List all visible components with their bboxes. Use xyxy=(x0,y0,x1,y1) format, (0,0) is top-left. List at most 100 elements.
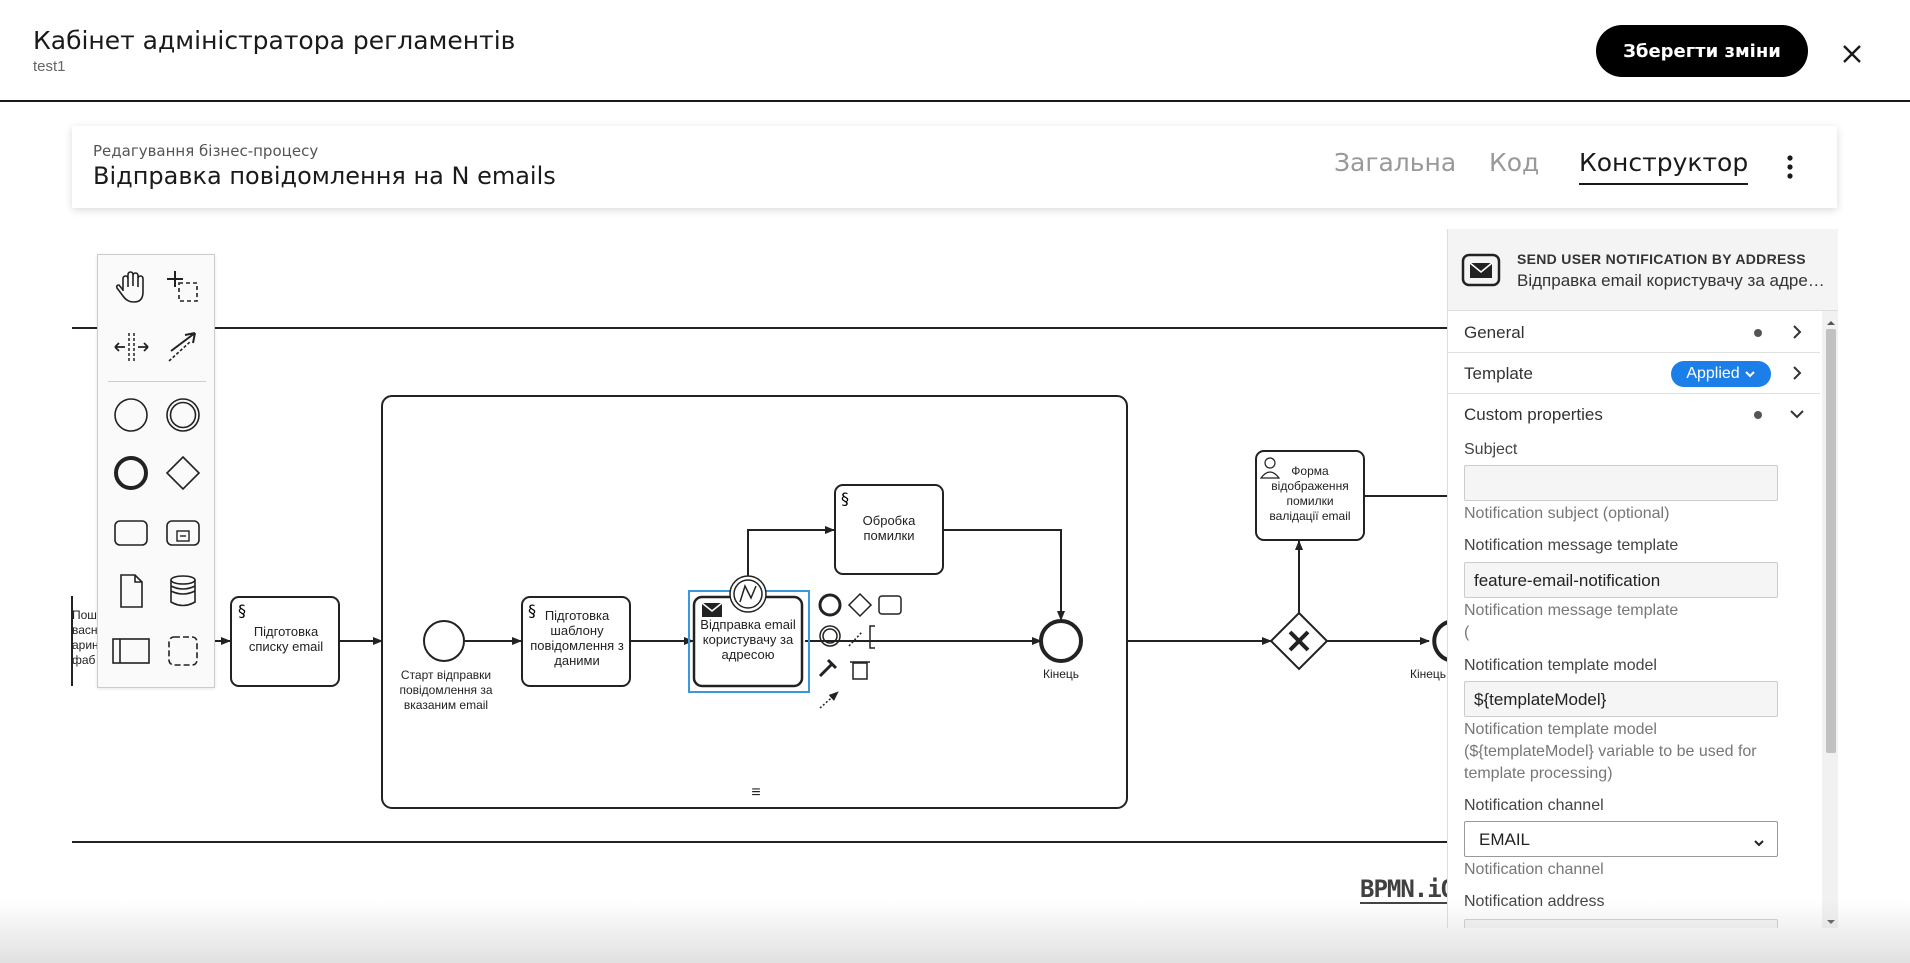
subject-help: Notification subject (optional) xyxy=(1464,505,1670,522)
context-wrench-icon xyxy=(818,658,838,678)
end-event-right xyxy=(1432,620,1448,662)
hand-tool-icon[interactable] xyxy=(109,265,153,309)
group-data-indicator xyxy=(1754,411,1762,419)
properties-scrollbar[interactable] xyxy=(1822,311,1838,928)
scroll-down-arrow-icon[interactable] xyxy=(1826,914,1836,924)
subprocess-tool-icon[interactable] xyxy=(161,511,205,555)
process-label: Редагування бізнес-процесу xyxy=(93,142,319,160)
space-tool-icon[interactable] xyxy=(109,325,153,369)
group-custom-title: Custom properties xyxy=(1464,405,1603,424)
group-template-title: Template xyxy=(1464,364,1533,383)
group-tool-icon[interactable] xyxy=(161,629,205,673)
group-general[interactable]: General xyxy=(1448,312,1820,353)
start-event xyxy=(423,620,465,662)
chevron-down-icon xyxy=(1753,834,1765,847)
bpmn-io-logo[interactable]: BPMN.iO xyxy=(1360,875,1455,904)
message-template-help: Notification message template ( xyxy=(1464,602,1679,641)
chevron-down-icon[interactable] xyxy=(1789,406,1805,422)
save-changes-button[interactable]: Зберегти зміни xyxy=(1596,25,1808,77)
subject-label: Subject xyxy=(1464,441,1518,458)
channel-selected-value: EMAIL xyxy=(1479,830,1531,849)
template-model-input[interactable]: ${templateModel} xyxy=(1464,681,1778,717)
group-custom-properties[interactable]: Custom properties xyxy=(1448,394,1820,435)
scroll-thumb[interactable] xyxy=(1826,329,1836,753)
data-store-tool-icon[interactable] xyxy=(161,569,205,613)
task-error-handling xyxy=(834,484,944,575)
data-object-tool-icon[interactable] xyxy=(109,569,153,613)
task-form-error xyxy=(1255,450,1365,541)
address-label: Notification address xyxy=(1464,893,1605,910)
end-event-label: Кінець xyxy=(1042,667,1080,681)
element-type: SEND USER NOTIFICATION BY ADDRESS xyxy=(1517,251,1806,267)
chevron-down-icon xyxy=(1744,371,1755,378)
top-bar: Кабінет адміністратора регламентів test1… xyxy=(0,0,1910,102)
task-prepare-template xyxy=(521,596,631,687)
task-send-email-label: Відправка email користувачу за адресою xyxy=(700,617,796,662)
more-vertical-icon[interactable] xyxy=(1784,154,1796,180)
template-applied-dropdown[interactable]: Applied xyxy=(1671,361,1771,387)
partial-task-label: Пошу васн арин фаб xyxy=(72,608,103,667)
app-title: Кабінет адміністратора регламентів xyxy=(33,26,516,55)
flow-handler-to-end xyxy=(943,529,1065,621)
intermediate-event-tool-icon[interactable] xyxy=(161,393,205,437)
user-task-icon xyxy=(1264,457,1276,469)
context-gateway-icon xyxy=(847,592,873,618)
gateway-x-marker xyxy=(1288,630,1310,652)
bpmn-diagram[interactable]: § § xyxy=(0,228,1448,928)
chevron-right-icon[interactable] xyxy=(1789,365,1805,381)
channel-select[interactable]: EMAIL xyxy=(1464,821,1778,857)
task-form-error-label: Форма відображення помилки валідації ema… xyxy=(1269,464,1351,523)
message-template-input[interactable]: feature-email-notification xyxy=(1464,562,1778,598)
script-icon: § xyxy=(841,489,849,508)
lasso-tool-icon[interactable] xyxy=(161,265,205,309)
channel-label: Notification channel xyxy=(1464,797,1604,814)
context-end-event-icon xyxy=(818,593,842,617)
tab-general[interactable]: Загальна xyxy=(1334,148,1457,177)
channel-help: Notification channel xyxy=(1464,861,1604,878)
global-connect-tool-icon[interactable] xyxy=(161,325,205,369)
group-template[interactable]: Template Applied xyxy=(1448,353,1820,394)
tool-palette xyxy=(97,254,215,688)
envelope-icon xyxy=(1461,253,1501,287)
palette-separator xyxy=(108,381,206,382)
template-model-help: Notification template model (${templateM… xyxy=(1464,721,1757,782)
context-task-icon xyxy=(878,595,902,615)
chevron-right-icon[interactable] xyxy=(1789,324,1805,340)
scroll-up-arrow-icon[interactable] xyxy=(1826,315,1836,325)
app-subtitle: test1 xyxy=(33,58,66,75)
tab-constructor[interactable]: Конструктор xyxy=(1579,148,1749,185)
flow-error-to-handler xyxy=(747,526,835,580)
script-icon: § xyxy=(528,601,536,620)
start-event-tool-icon[interactable] xyxy=(109,393,153,437)
close-icon[interactable] xyxy=(1836,38,1868,70)
subprocess-collapse-marker[interactable]: ≡ xyxy=(751,784,761,801)
task-tool-icon[interactable] xyxy=(109,511,153,555)
task-prepare-list-label: Підготовка списку email xyxy=(248,624,324,654)
end-event-right-label: Кінець xyxy=(1409,667,1447,681)
properties-header: SEND USER NOTIFICATION BY ADDRESS Відпра… xyxy=(1448,229,1838,311)
start-event-label: Старт відправки повідомлення за вказаним… xyxy=(399,668,493,712)
gateway-tool-icon[interactable] xyxy=(161,451,205,495)
context-annotation-icon xyxy=(869,625,875,649)
applied-label: Applied xyxy=(1686,365,1740,382)
address-input[interactable] xyxy=(1464,919,1778,928)
context-intermediate-event-icon xyxy=(819,625,841,647)
tab-code[interactable]: Код xyxy=(1489,148,1540,177)
subject-input[interactable] xyxy=(1464,465,1778,501)
context-delete-icon xyxy=(852,662,868,680)
template-model-label: Notification template model xyxy=(1464,657,1657,674)
element-name: Відправка email користувачу за адресою xyxy=(1517,271,1827,290)
process-header-card: Редагування бізнес-процесу Відправка пов… xyxy=(72,126,1837,208)
bpmn-canvas[interactable]: § § xyxy=(0,228,1448,928)
process-title: Відправка повідомлення на N emails xyxy=(93,162,556,190)
task-error-handling-label: Обробка помилки xyxy=(862,513,916,543)
end-event-tool-icon[interactable] xyxy=(109,451,153,495)
task-prepare-template-label: Підготовка шаблону повідомлення з даними xyxy=(530,608,624,668)
group-data-indicator xyxy=(1754,329,1762,337)
end-event xyxy=(1039,619,1083,663)
script-icon: § xyxy=(238,601,246,620)
task-prepare-list xyxy=(230,596,340,687)
properties-panel: SEND USER NOTIFICATION BY ADDRESS Відпра… xyxy=(1447,229,1838,928)
pool-tool-icon[interactable] xyxy=(109,629,153,673)
